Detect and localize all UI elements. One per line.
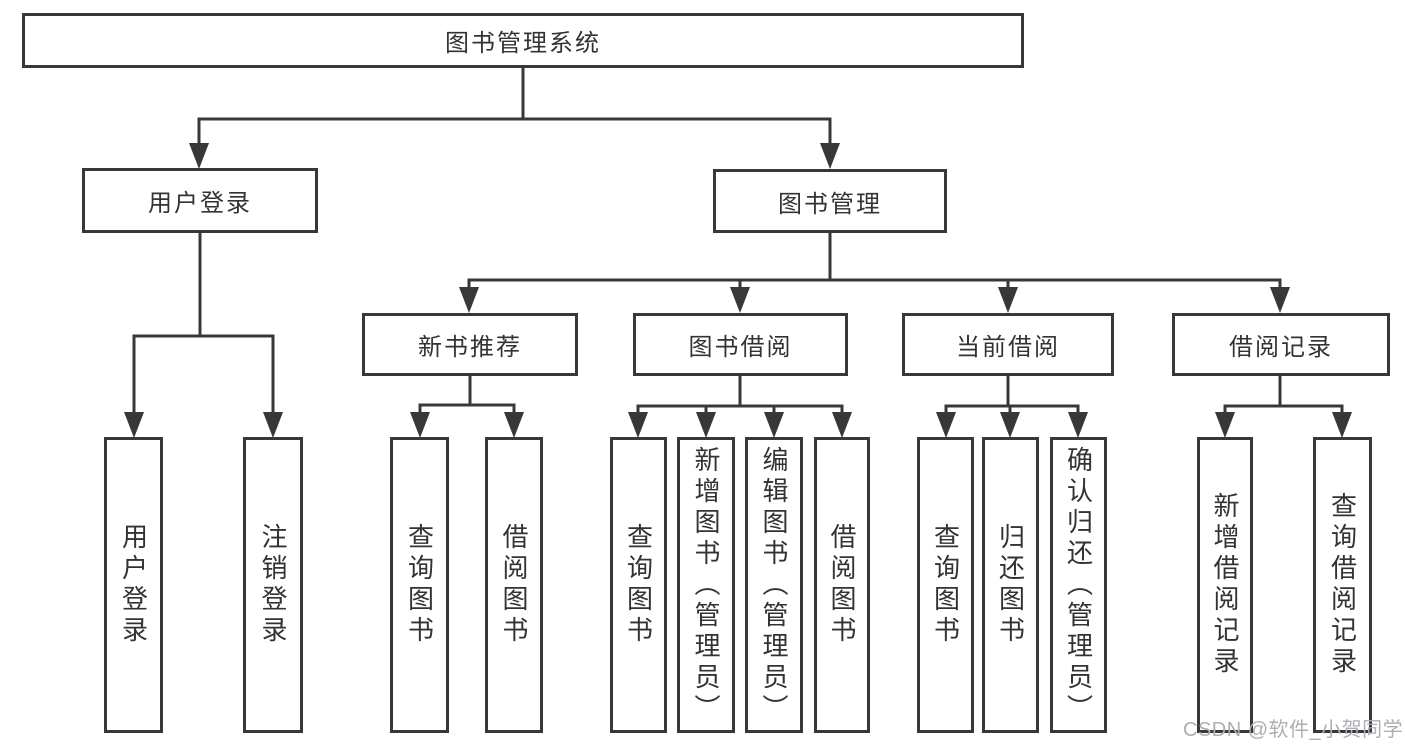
leaf-logout-label: 注销登录 bbox=[258, 523, 288, 647]
arrowheads bbox=[124, 143, 1352, 438]
leaf-add-borrow-record: 新增借阅记录 bbox=[1197, 437, 1253, 733]
node-borrow-record-label: 借阅记录 bbox=[1229, 334, 1333, 361]
leaf-confirm-return-admin-label: 确认归还（管理员） bbox=[1063, 445, 1094, 725]
node-new-book-recommend: 新书推荐 bbox=[362, 313, 578, 376]
leaf-return-book: 归还图书 bbox=[982, 437, 1039, 733]
leaf-borrow-books-recommend-label: 借阅图书 bbox=[499, 523, 529, 647]
node-book-management-label: 图书管理 bbox=[778, 190, 882, 218]
leaf-query-books-recommend-label: 查询图书 bbox=[404, 523, 435, 647]
leaf-add-borrow-record-label: 新增借阅记录 bbox=[1210, 492, 1240, 678]
node-new-book-recommend-label: 新书推荐 bbox=[418, 334, 522, 361]
node-book-borrow: 图书借阅 bbox=[633, 313, 848, 376]
leaf-query-borrow-record-label: 查询借阅记录 bbox=[1327, 492, 1358, 678]
leaf-borrow-books-recommend: 借阅图书 bbox=[485, 437, 543, 733]
leaf-user-login: 用户登录 bbox=[104, 437, 163, 733]
leaf-query-books-recommend: 查询图书 bbox=[390, 437, 449, 733]
leaf-borrow-books: 借阅图书 bbox=[814, 437, 870, 733]
node-user-login: 用户登录 bbox=[82, 168, 318, 233]
leaf-borrow-books-label: 借阅图书 bbox=[827, 523, 857, 647]
leaf-user-login-label: 用户登录 bbox=[118, 523, 149, 647]
node-current-borrow: 当前借阅 bbox=[902, 313, 1114, 376]
leaf-confirm-return-admin: 确认归还（管理员） bbox=[1050, 437, 1107, 733]
node-book-borrow-label: 图书借阅 bbox=[688, 334, 793, 361]
leaf-query-books-current: 查询图书 bbox=[917, 437, 974, 733]
node-root: 图书管理系统 bbox=[22, 13, 1024, 68]
node-book-management: 图书管理 bbox=[713, 169, 947, 233]
node-current-borrow-label: 当前借阅 bbox=[956, 334, 1060, 361]
leaf-add-book-admin: 新增图书（管理员） bbox=[677, 437, 735, 733]
leaf-add-book-admin-label: 新增图书（管理员） bbox=[691, 445, 721, 725]
node-root-label: 图书管理系统 bbox=[445, 30, 601, 57]
leaf-logout: 注销登录 bbox=[243, 437, 303, 733]
leaf-return-book-label: 归还图书 bbox=[995, 523, 1026, 647]
leaf-edit-book-admin-label: 编辑图书（管理员） bbox=[759, 445, 789, 725]
csdn-watermark: CSDN @软件_小贺同学 bbox=[1183, 719, 1404, 741]
leaf-query-books-current-label: 查询图书 bbox=[930, 523, 961, 647]
leaf-query-books-borrow-label: 查询图书 bbox=[623, 523, 654, 647]
node-user-login-label: 用户登录 bbox=[148, 190, 252, 217]
leaf-query-borrow-record: 查询借阅记录 bbox=[1313, 437, 1372, 733]
node-borrow-record: 借阅记录 bbox=[1172, 313, 1390, 376]
leaf-edit-book-admin: 编辑图书（管理员） bbox=[745, 437, 803, 733]
leaf-query-books-borrow: 查询图书 bbox=[610, 437, 667, 733]
